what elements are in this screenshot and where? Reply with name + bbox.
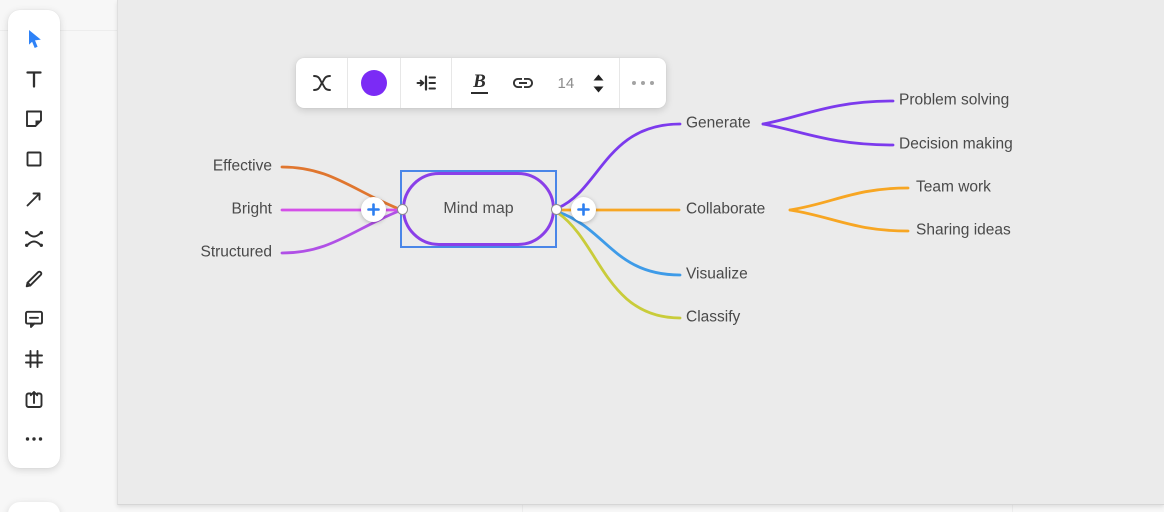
arrow-icon xyxy=(26,192,41,207)
bold-button[interactable]: B xyxy=(467,68,492,99)
add-right-node-button[interactable] xyxy=(571,197,596,222)
frame-icon xyxy=(25,350,43,368)
font-size-stepper xyxy=(593,74,604,93)
sidebar-item-pen[interactable] xyxy=(14,259,54,299)
arrow-down-icon xyxy=(593,86,604,92)
arrow-up-icon xyxy=(593,74,604,80)
toolbar-divider xyxy=(400,58,401,108)
sticky-note-icon xyxy=(26,110,42,127)
shape-icon xyxy=(26,151,42,167)
mindmap-node-effective[interactable]: Effective xyxy=(212,157,272,175)
mindmap-node-collaborate[interactable]: Collaborate xyxy=(686,200,766,218)
sidebar-item-arrow[interactable] xyxy=(14,179,54,219)
mindmap-node-team-work[interactable]: Team work xyxy=(916,178,991,196)
more-options-icon xyxy=(632,81,654,85)
branch-style-icon xyxy=(312,75,331,91)
mindmap-node-bright[interactable]: Bright xyxy=(231,200,273,218)
layout-indent-icon xyxy=(416,75,436,91)
sidebar-item-frame[interactable] xyxy=(14,339,54,379)
layout-button[interactable] xyxy=(410,67,442,99)
pen-icon xyxy=(25,270,43,288)
mindmap-node-classify[interactable]: Classify xyxy=(686,308,741,326)
sidebar-item-sticky-note[interactable] xyxy=(14,99,54,139)
node-color-button[interactable] xyxy=(357,66,391,100)
upload-icon xyxy=(25,391,43,408)
mind-map-icon xyxy=(25,231,43,247)
sidebar-item-select[interactable] xyxy=(14,19,54,59)
node-color-swatch-icon xyxy=(361,70,387,96)
link-icon xyxy=(512,78,533,88)
font-size-increase-button[interactable] xyxy=(593,74,604,81)
toolbar-divider xyxy=(619,58,620,108)
plus-icon xyxy=(577,203,590,216)
sidebar-item-shape[interactable] xyxy=(14,139,54,179)
mindmap-node-structured[interactable]: Structured xyxy=(200,243,272,261)
plus-icon xyxy=(367,203,380,216)
mindmap-node-problem-solving[interactable]: Problem solving xyxy=(899,91,1010,109)
mindmap-node-decision-making[interactable]: Decision making xyxy=(899,135,1013,153)
sidebar-item-more[interactable] xyxy=(14,419,54,459)
left-connection-handle[interactable] xyxy=(397,204,408,215)
node-format-toolbar: B 14 xyxy=(296,58,666,108)
comment-icon xyxy=(25,310,43,328)
font-size-decrease-button[interactable] xyxy=(593,86,604,93)
mindmap-node-sharing-ideas[interactable]: Sharing ideas xyxy=(916,221,1011,239)
center-node-label: Mind map xyxy=(443,200,514,217)
sidebar-item-upload[interactable] xyxy=(14,379,54,419)
mindmap-node-generate[interactable]: Generate xyxy=(686,114,751,132)
toolbar-divider xyxy=(451,58,452,108)
mindmap-node-visualize[interactable]: Visualize xyxy=(686,265,748,283)
branch-style-button[interactable] xyxy=(306,67,338,99)
select-cursor-icon xyxy=(29,30,41,48)
bold-label: B xyxy=(471,71,488,95)
font-size-value[interactable]: 14 xyxy=(557,74,575,92)
right-connection-handle[interactable] xyxy=(551,204,562,215)
sidebar-item-comment[interactable] xyxy=(14,299,54,339)
sidebar-item-text[interactable] xyxy=(14,59,54,99)
sidebar-item-mind-map[interactable] xyxy=(14,219,54,259)
link-button[interactable] xyxy=(507,67,539,99)
tool-sidebar xyxy=(8,10,60,468)
mindmap-center-node[interactable]: Mind map xyxy=(402,172,555,246)
toolbar-divider xyxy=(347,58,348,108)
add-left-node-button[interactable] xyxy=(361,197,386,222)
more-icon xyxy=(25,437,43,441)
bottom-left-panel xyxy=(8,502,60,512)
text-icon xyxy=(26,71,42,88)
more-options-button[interactable] xyxy=(628,77,658,89)
